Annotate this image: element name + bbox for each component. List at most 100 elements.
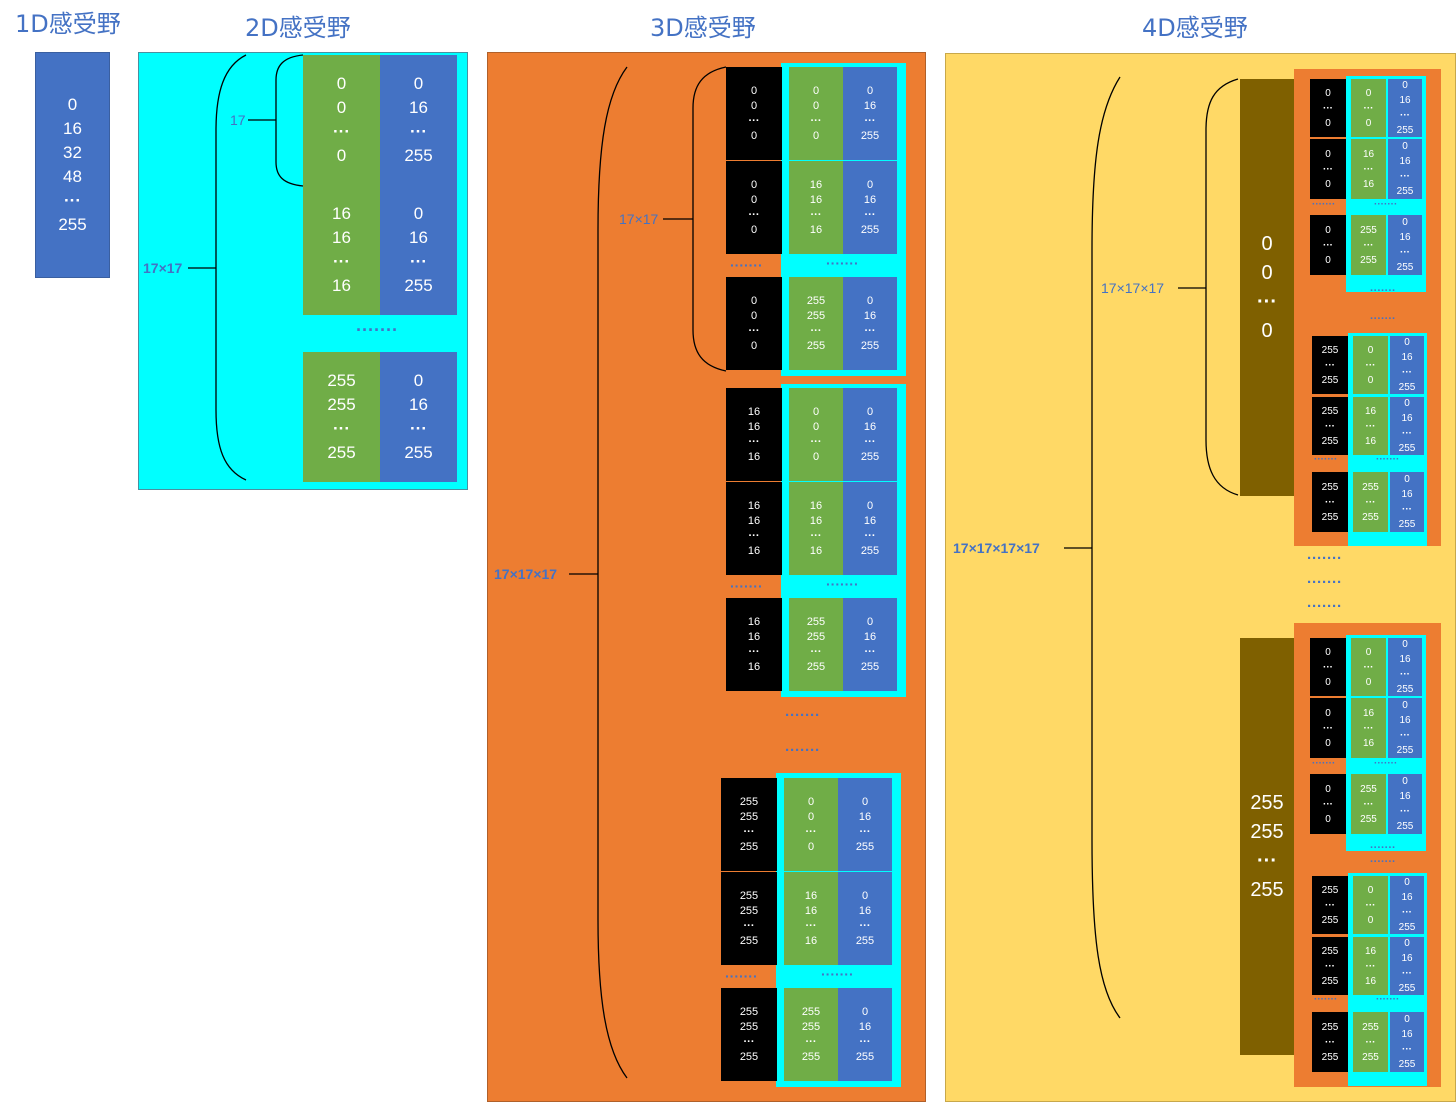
d4-black-cell-value: ··· — [1325, 359, 1335, 371]
d3-green-cell-value: 0 — [812, 405, 820, 418]
d4-ellipsis: ······· — [1374, 758, 1398, 769]
d3-black-cell-value: ··· — [743, 825, 755, 838]
d3-black-cell-value: 0 — [750, 294, 758, 307]
d4-green-cell: 255···255 — [1351, 774, 1386, 834]
d4-black-cell: 255···255 — [1312, 472, 1348, 532]
d3-black-cell-value: ··· — [748, 645, 760, 658]
d4-blue-cell-value: 0 — [1404, 938, 1410, 949]
d4-black-cell-value: 255 — [1321, 1051, 1339, 1063]
d3-blue-cell-value: 255 — [860, 660, 880, 673]
d3-green-cell-value: ··· — [810, 435, 822, 448]
d4-green-cell: 16···16 — [1353, 397, 1388, 455]
d3-ellipsis: ······· — [730, 257, 763, 273]
d4-blue-cell-value: 16 — [1401, 413, 1413, 424]
d4-outer-label: 17×17×17×17 — [953, 540, 1040, 556]
d3-black-cell-value: ··· — [748, 114, 760, 127]
d3-black-cell-value: 255 — [739, 934, 759, 947]
d2-green-cell-value: ··· — [333, 122, 350, 141]
d4-blue-cell-value: 255 — [1396, 125, 1414, 136]
title-1d: 1D感受野 — [15, 10, 121, 38]
d4-green-cell-value: 16 — [1364, 435, 1377, 447]
d4-black-cell-value: ··· — [1325, 1036, 1335, 1048]
d3-black-cell-value: 16 — [747, 499, 761, 512]
d3-blue-cell-value: 0 — [861, 1005, 869, 1018]
d2-blue-cell-value: 16 — [409, 395, 428, 414]
d4-ellipsis: ······· — [1312, 758, 1336, 769]
d3-ellipsis-mid: ······· — [785, 707, 820, 724]
d2-blue-cell-value: 0 — [413, 74, 424, 93]
d4-green-cell: 0···0 — [1351, 638, 1386, 696]
d3-blue-cell-value: 0 — [861, 889, 869, 902]
d4-black-cell: 0···0 — [1310, 139, 1346, 199]
d2-blue-cell-value: 16 — [409, 98, 428, 117]
d4-black-cell-value: 255 — [1321, 914, 1339, 926]
d4-ellipsis: ······· — [1370, 856, 1396, 868]
d3-green-cell-value: ··· — [805, 825, 817, 838]
d2-blue-cell-value: ··· — [410, 252, 427, 271]
d3-green-cell-value: 16 — [804, 889, 818, 902]
d4-green-cell-value: 255 — [1360, 813, 1377, 825]
d4-black-cell-value: ··· — [1323, 798, 1333, 810]
d3-black-cell-value: 255 — [739, 840, 759, 853]
d3-black-cell-value: ··· — [743, 919, 755, 932]
d3-green-cell-value: 16 — [809, 223, 823, 236]
d4-big-column-bottom-value: 255 — [1250, 878, 1284, 901]
d3-blue-cell-value: ··· — [864, 435, 876, 448]
d4-big-column-top-value: 0 — [1261, 232, 1273, 255]
d4-green-cell-value: 255 — [1360, 224, 1377, 236]
d4-black-cell-value: 255 — [1321, 945, 1339, 957]
d4-black-cell-value: 255 — [1321, 975, 1339, 987]
d4-black-cell-value: 0 — [1325, 254, 1331, 266]
d3-black-cell-value: 16 — [747, 544, 761, 557]
d2-inner-label: 17 — [230, 112, 246, 128]
d3-black-cell-value: ··· — [748, 324, 760, 337]
d4-black-cell-value: ··· — [1323, 722, 1333, 734]
d2-blue-cell-value: ··· — [410, 122, 427, 141]
d4-green-cell-value: ··· — [1365, 359, 1376, 371]
d3-black-cell-value: 0 — [750, 193, 758, 206]
d3-black-cell-value: 255 — [739, 1050, 759, 1063]
d4-blue-cell-value: 255 — [1396, 684, 1414, 695]
d3-blue-cell-value: 255 — [860, 450, 880, 463]
d4-blue-cell-value: ··· — [1402, 1044, 1412, 1055]
d4-blue-cell-value: 16 — [1401, 1029, 1413, 1040]
d4-black-cell-value: 0 — [1325, 148, 1331, 160]
d3-green-cell-value: 16 — [809, 193, 823, 206]
d4-black-cell: 0···0 — [1310, 79, 1346, 137]
d4-ellipsis: ······· — [1370, 842, 1396, 854]
d3-blue-cell-value: ··· — [864, 114, 876, 127]
d3-blue-cell-value: 16 — [863, 420, 877, 433]
d2-green-cell-value: 0 — [336, 146, 347, 165]
d3-blue-cell-value: ··· — [859, 1035, 871, 1048]
d3-blue-cell-value: 16 — [863, 514, 877, 527]
d4-green-cell: 255···255 — [1353, 472, 1388, 532]
d4-black-cell: 255···255 — [1312, 1012, 1348, 1072]
d4-green-cell-value: 16 — [1364, 405, 1377, 417]
d4-blue-cell-value: ··· — [1402, 907, 1412, 918]
d4-blue-cell-value: 16 — [1399, 232, 1411, 243]
d4-blue-cell-value: 255 — [1398, 983, 1416, 994]
d3-black-cell-value: ··· — [748, 208, 760, 221]
d4-blue-cell-value: ··· — [1400, 171, 1410, 182]
d4-green-cell-value: ··· — [1363, 798, 1374, 810]
d4-black-cell: 255···255 — [1312, 397, 1348, 455]
d3-green-cell-value: 255 — [806, 630, 826, 643]
d3-green-cell-value: 16 — [809, 514, 823, 527]
d4-blue-cell-value: 16 — [1399, 654, 1411, 665]
d3-green-cell-value: 255 — [806, 294, 826, 307]
